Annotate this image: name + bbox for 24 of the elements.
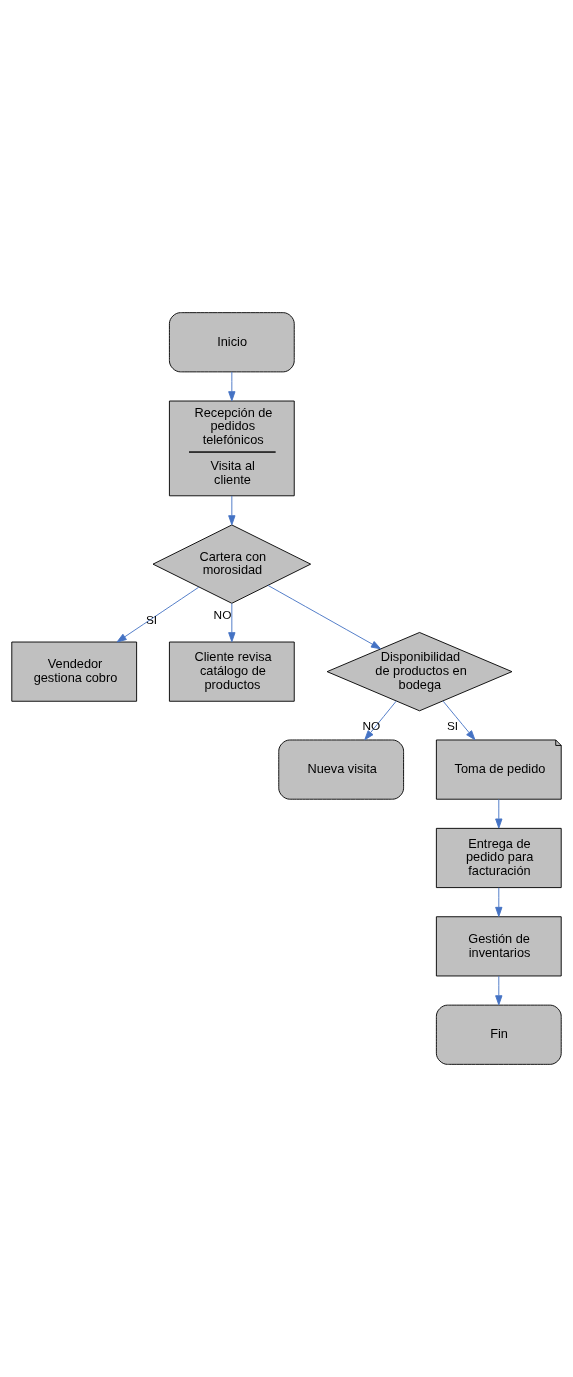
arrow	[228, 603, 236, 643]
node-box: Inicio	[168, 312, 295, 373]
arrow	[495, 975, 503, 1006]
arrow	[495, 798, 503, 829]
node-box: Recepción de pedidos telefónicos Visita al cliente	[168, 400, 295, 497]
node-box: Cliente revisa catálogo de productos	[168, 641, 295, 702]
edge-label: SI	[446, 718, 459, 733]
edge-label: SI	[145, 613, 158, 628]
node-box: Entrega de pedido para facturación	[435, 827, 562, 889]
edge-label: NO	[362, 718, 381, 733]
node-box: Fin	[435, 1004, 562, 1065]
arrow	[495, 887, 503, 917]
arrow	[228, 371, 236, 402]
arrow	[228, 495, 236, 526]
node-box: Gestión de inventarios	[435, 916, 562, 977]
node-box: Vendedor gestiona cobro	[11, 641, 138, 702]
arrow	[267, 584, 381, 650]
edge-label: NO	[213, 608, 232, 623]
node-box: Nueva visita	[278, 739, 405, 800]
arrow	[442, 700, 476, 741]
arrow	[364, 700, 397, 741]
node-diamond: Disponibilidad de productos en bodega	[326, 632, 513, 712]
arrow	[116, 586, 200, 643]
node-diamond: Cartera con morosidad	[152, 524, 312, 604]
